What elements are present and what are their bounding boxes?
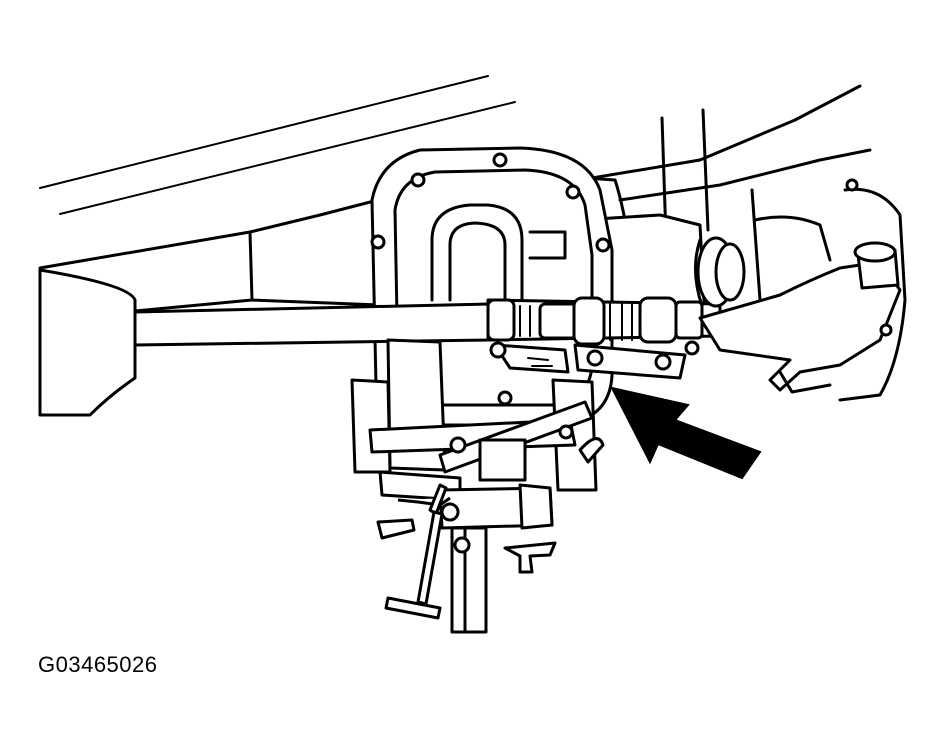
cover-bolts <box>370 152 611 448</box>
t-handle-left <box>376 483 448 620</box>
indicator-arrow <box>610 386 762 480</box>
support-stand <box>350 338 605 530</box>
figure-code: G03465026 <box>38 652 158 677</box>
wing-nut-right <box>503 541 557 574</box>
spreader-clamp <box>489 340 700 380</box>
cv-boot <box>693 236 746 308</box>
background-structure <box>578 84 872 302</box>
left-axle-tube <box>38 268 492 417</box>
axle-shaft <box>486 296 722 346</box>
frame-rail <box>39 75 516 215</box>
wheel-knuckle <box>698 178 907 402</box>
